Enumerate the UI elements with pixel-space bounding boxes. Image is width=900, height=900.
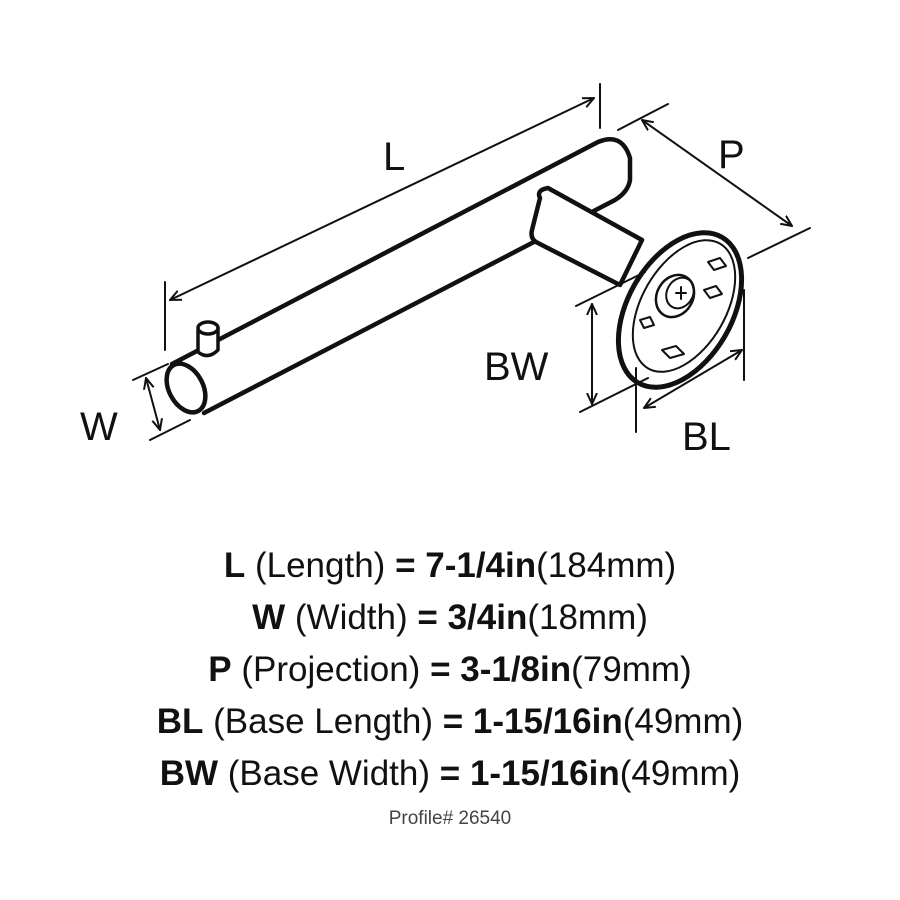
label-w: W [80, 405, 118, 449]
label-p: P [718, 133, 745, 177]
dimension-p [617, 103, 811, 259]
spec-eq: = [430, 650, 451, 689]
spec-code: P [208, 650, 232, 689]
spec-projection: P (Projection) = 3-1/8in(79mm) [0, 644, 900, 696]
spec-code: BW [159, 754, 218, 793]
spec-base-width: BW (Base Width) = 1-15/16in(49mm) [0, 748, 900, 800]
spec-name: (Length) [254, 546, 386, 585]
rod [164, 137, 633, 416]
label-bw: BW [484, 345, 549, 389]
screw [654, 273, 696, 319]
spec-eq: = [439, 754, 461, 793]
spec-name: (Base Length) [213, 702, 433, 741]
spec-eq: = [395, 546, 416, 585]
spec-code: W [252, 598, 286, 637]
spec-code: BL [156, 702, 204, 741]
dimension-l [164, 83, 601, 351]
spec-width: W (Width) = 3/4in(18mm) [0, 592, 900, 644]
spec-mm: (79mm) [571, 650, 692, 689]
dimension-w [132, 363, 191, 441]
spec-mm: (49mm) [619, 754, 741, 793]
spec-mm: (184mm) [536, 546, 677, 585]
spec-base-length: BL (Base Length) = 1-15/16in(49mm) [0, 696, 900, 748]
spec-inches: 1-15/16in [469, 754, 620, 793]
spec-code: L [223, 546, 246, 585]
product-dimension-drawing: L P BW BL W [80, 83, 811, 459]
spec-inches: 7-1/4in [425, 546, 537, 585]
profile-number: Profile# 26540 [388, 808, 512, 829]
spec-name: (Width) [294, 598, 408, 637]
spec-mm: (18mm) [527, 598, 648, 637]
spec-length: L (Length) = 7-1/4in(184mm) [0, 540, 900, 592]
spec-name: (Projection) [241, 650, 421, 689]
pin [196, 320, 220, 358]
spec-inches: 3-1/8in [460, 650, 572, 689]
spec-inches: 1-15/16in [472, 702, 623, 741]
dimension-bl [635, 289, 745, 433]
spec-name: (Base Width) [227, 754, 431, 793]
spec-eq: = [417, 598, 438, 637]
spec-eq: = [442, 702, 464, 741]
label-bl: BL [682, 415, 731, 459]
spec-inches: 3/4in [447, 598, 528, 637]
label-l: L [383, 135, 405, 179]
spec-mm: (49mm) [622, 702, 744, 741]
spec-list: L (Length) = 7-1/4in(184mm) W (Width) = … [0, 540, 900, 830]
